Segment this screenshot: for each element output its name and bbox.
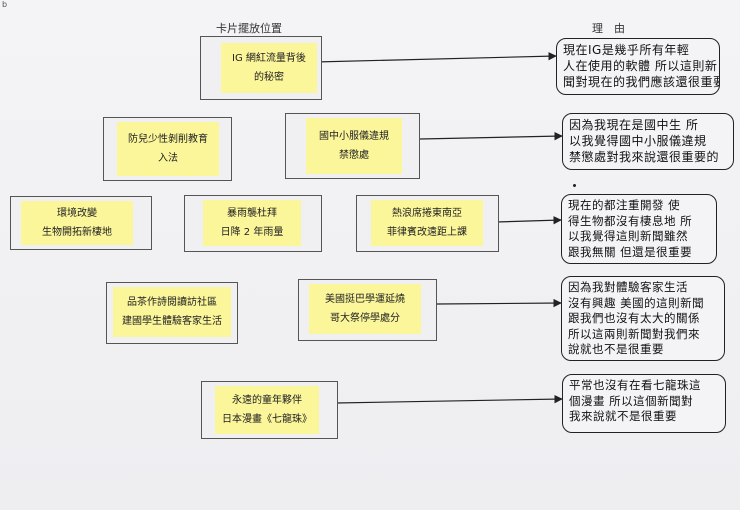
card-line-2: 建國學生體驗客家生活 xyxy=(122,316,222,327)
news-card-ig: IG 網紅流量背後 的秘密 xyxy=(200,36,322,100)
reason-box-ig: 現在IG是幾乎所有年輕 人在使用的軟體 所以這則新 聞對現在的我們應該還很重要的 xyxy=(556,38,720,95)
news-card-child-protection: 防兒少性剝削教育 入法 xyxy=(103,117,232,181)
reason-line: 現在的都注重開發 使 xyxy=(568,198,681,212)
card-line-1: 暴雨襲杜拜 xyxy=(227,208,277,219)
reason-line: 跟我們也沒有太大的關係 xyxy=(568,311,700,326)
reason-line: 人在使用的軟體 所以這則新 xyxy=(563,59,718,74)
arrow-5 xyxy=(335,394,563,404)
reason-line: 因為我對體驗客家生活 xyxy=(568,280,688,294)
card-line-1: 環境改變 xyxy=(57,208,97,219)
reason-line: 以我覺得這則新聞雖然 xyxy=(568,229,688,244)
sticky-note: 國中小服儀違規 禁懲處 xyxy=(306,118,402,174)
reasons-header: 理 由 xyxy=(592,22,625,35)
arrow-4 xyxy=(436,298,562,308)
card-line-1: 品茶作詩閱讀訪社區 xyxy=(127,297,217,308)
card-line-2: 生物開拓新棲地 xyxy=(42,227,112,238)
sticky-note: 環境改變 生物開拓新棲地 xyxy=(21,201,133,245)
reason-box-dragonball: 平常也沒有在看七龍珠這 個漫畫 所以這個新聞對 我來說就不是很重要 xyxy=(562,374,726,433)
pen-dot xyxy=(573,184,576,187)
card-line-2: 日本漫畫《七龍珠》 xyxy=(222,414,312,425)
arrow-2 xyxy=(419,131,563,141)
news-card-hakka: 品茶作詩閱讀訪社區 建國學生體驗客家生活 xyxy=(106,282,238,344)
news-card-dragonball: 永遠的童年夥伴 日本漫畫《七龍珠》 xyxy=(201,381,338,439)
arrow-1 xyxy=(314,51,557,63)
reason-line: 聞對現在的我們應該還很重要的 xyxy=(563,75,719,90)
reason-line: 得生物都沒有棲息地 所 xyxy=(568,213,693,228)
card-line-2: 禁懲處 xyxy=(339,150,369,161)
reason-line: 所以這兩則新聞對我們來 xyxy=(568,326,700,341)
card-line-2: 的秘密 xyxy=(254,72,284,83)
card-line-2: 日降 2 年雨量 xyxy=(220,227,284,238)
reason-box-hakka-protest: 因為我對體驗客家生活 沒有興趣 美國的這則新聞 跟我們也沒有太大的關係 所以這兩… xyxy=(561,276,725,361)
sticky-note: 品茶作詩閱讀訪社區 建國學生體驗客家生活 xyxy=(113,287,231,337)
arrow-3 xyxy=(495,216,562,225)
news-card-heatwave: 熱浪席捲東南亞 菲律賓改遠距上課 xyxy=(356,195,499,252)
card-line-1: 美國挺巴學運延燒 xyxy=(325,294,405,305)
reason-line: 禁懲處對我來說還很重要的 xyxy=(569,150,720,165)
sticky-note: 暴雨襲杜拜 日降 2 年雨量 xyxy=(203,200,301,246)
card-line-1: IG 網紅流量背後 xyxy=(232,53,306,64)
sticky-note: IG 網紅流量背後 的秘密 xyxy=(221,43,317,93)
corner-mark: b xyxy=(2,0,8,9)
reason-box-habitat: 現在的都注重開發 使 得生物都沒有棲息地 所 以我覺得這則新聞雖然 跟我無關 但… xyxy=(561,194,717,264)
news-card-habitat: 環境改變 生物開拓新棲地 xyxy=(10,196,152,250)
reason-line: 因為我現在是國中生 所 xyxy=(569,118,699,132)
sticky-note: 熱浪席捲東南亞 菲律賓改遠距上課 xyxy=(371,200,483,246)
card-line-2: 哥大祭停學處分 xyxy=(330,313,400,324)
reason-line: 平常也沒有在看七龍珠這 xyxy=(569,378,701,392)
news-card-us-protest: 美國挺巴學運延燒 哥大祭停學處分 xyxy=(298,279,437,341)
reason-line: 沒有興趣 美國的這則新聞 xyxy=(568,295,705,310)
cards-header: 卡片擺放位置 xyxy=(216,22,282,35)
card-line-2: 菲律賓改遠距上課 xyxy=(387,227,467,238)
card-line-1: 熱浪席捲東南亞 xyxy=(392,208,462,219)
sticky-note: 美國挺巴學運延燒 哥大祭停學處分 xyxy=(309,284,421,334)
reason-line: 以我覺得國中小服儀違規 xyxy=(569,134,707,149)
news-card-dubai-rain: 暴雨襲杜拜 日降 2 年雨量 xyxy=(184,195,322,252)
news-card-dress-code: 國中小服儀違規 禁懲處 xyxy=(285,113,420,179)
reason-box-dress-code: 因為我現在是國中生 所 以我覺得國中小服儀違規 禁懲處對我來說還很重要的 xyxy=(562,113,734,170)
reason-line: 說就也不是很重要 xyxy=(568,342,664,357)
card-line-1: 國中小服儀違規 xyxy=(319,131,389,142)
card-line-1: 永遠的童年夥伴 xyxy=(232,395,302,406)
reason-line: 個漫畫 所以這個新聞對 xyxy=(569,393,694,408)
reason-line: 現在IG是幾乎所有年輕 xyxy=(563,43,690,57)
card-line-1: 防兒少性剝削教育 xyxy=(128,134,208,145)
sticky-note: 永遠的童年夥伴 日本漫畫《七龍珠》 xyxy=(215,386,319,434)
reason-line: 跟我無關 但還是很重要 xyxy=(568,244,693,259)
reason-line: 我來說就不是很重要 xyxy=(569,409,677,424)
card-line-2: 入法 xyxy=(158,153,178,164)
sticky-note: 防兒少性剝削教育 入法 xyxy=(117,122,219,176)
